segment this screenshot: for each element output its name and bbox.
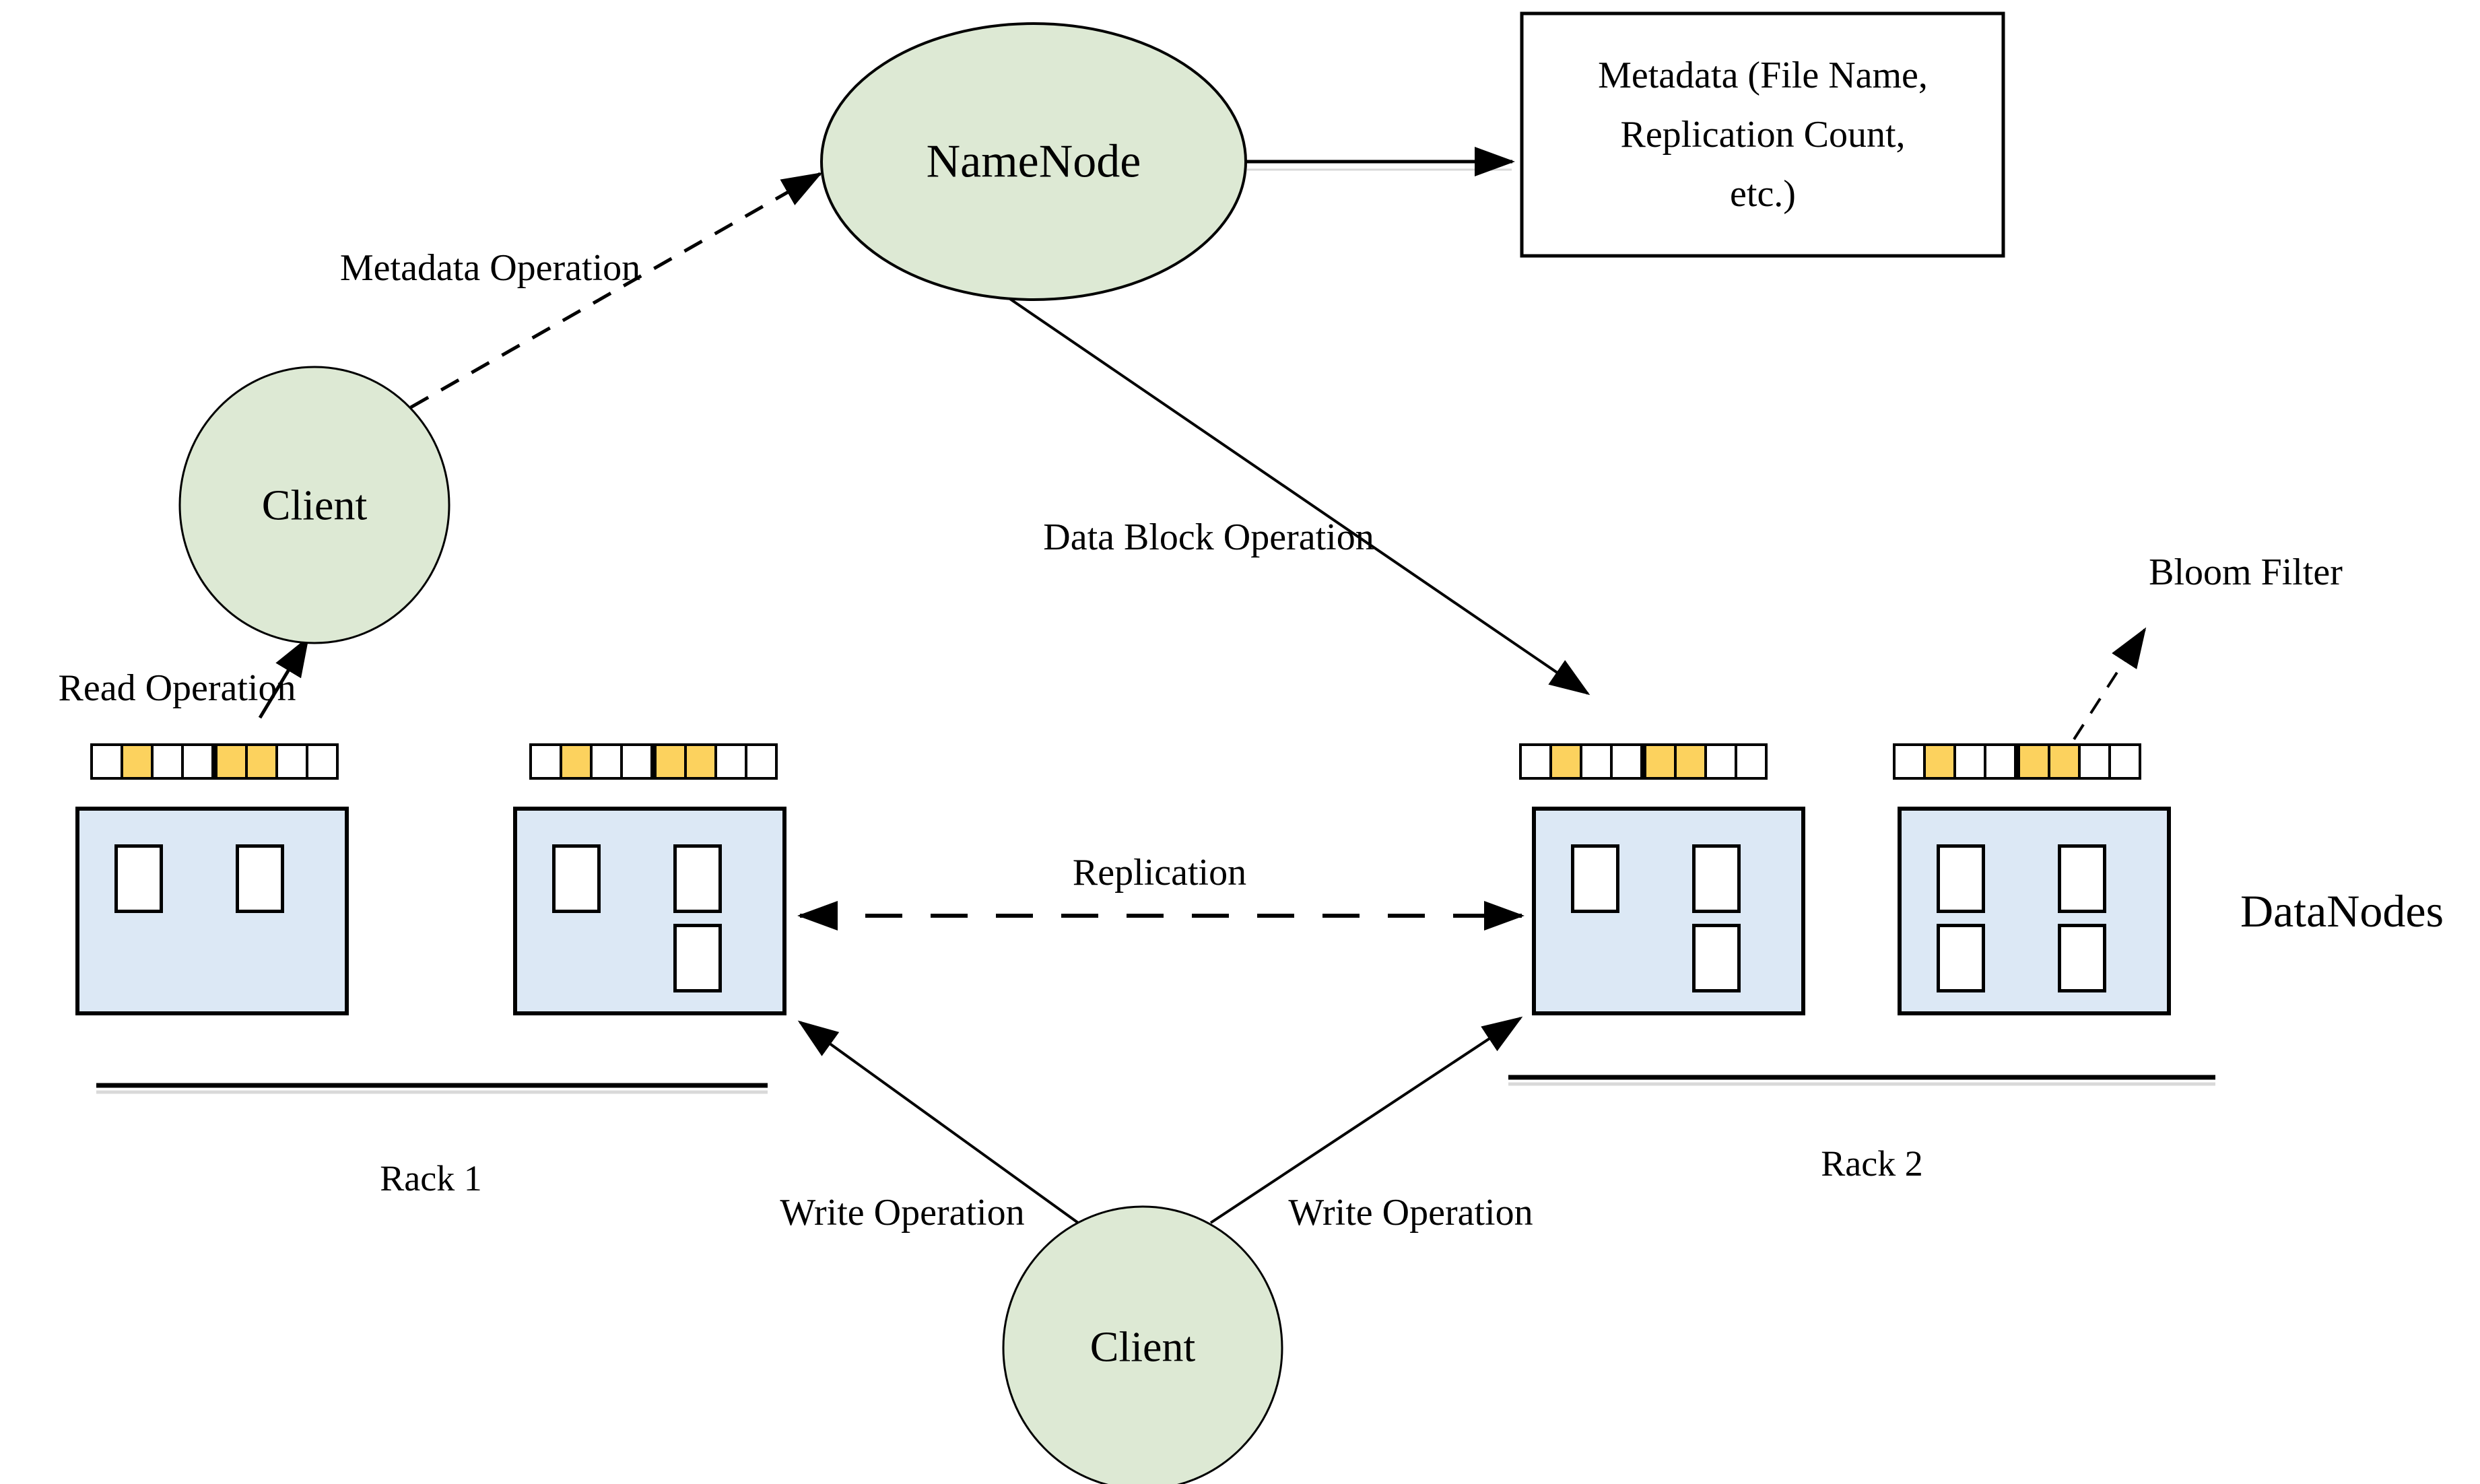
bloom-bit-empty bbox=[1953, 743, 1986, 780]
rack1-label: Rack 1 bbox=[380, 1158, 481, 1199]
bloom-bit-empty bbox=[1735, 743, 1768, 780]
data-block bbox=[1571, 844, 1619, 913]
client-bottom-label: Client bbox=[1090, 1323, 1196, 1371]
bloom-bit-empty bbox=[1984, 743, 2017, 780]
data-block bbox=[673, 844, 722, 913]
datanode-box bbox=[513, 807, 786, 1015]
bloom-bit-set bbox=[1923, 743, 1956, 780]
bloom-bit-empty bbox=[90, 743, 123, 780]
bloom-bit-empty bbox=[2108, 743, 2141, 780]
bloom-bit-set bbox=[2048, 743, 2081, 780]
bloom-bit-set bbox=[560, 743, 593, 780]
datanode-box bbox=[1532, 807, 1805, 1015]
bloom-strip bbox=[1893, 743, 2141, 780]
bloom-bit-empty bbox=[2078, 743, 2111, 780]
data-block bbox=[552, 844, 601, 913]
datanode-box bbox=[75, 807, 349, 1015]
client-top-label: Client bbox=[262, 481, 368, 529]
replication-label: Replication bbox=[1073, 852, 1246, 893]
data-block bbox=[1937, 844, 1985, 913]
bloom-bit-empty bbox=[620, 743, 653, 780]
read-operation-arrow bbox=[258, 636, 310, 719]
data-block bbox=[673, 924, 722, 992]
bloom-bit-set bbox=[121, 743, 154, 780]
data-block-operation-label: Data Block Operation bbox=[1043, 516, 1374, 558]
bloom-bit-set bbox=[1549, 743, 1582, 780]
bloom-bit-set bbox=[2014, 743, 2050, 780]
bloom-bit-empty bbox=[1519, 743, 1552, 780]
client-top-ellipse bbox=[178, 366, 450, 644]
metadata-box-line3: etc.) bbox=[1730, 173, 1796, 215]
data-block bbox=[236, 844, 284, 913]
bloom-bit-empty bbox=[590, 743, 623, 780]
namenode-ellipse bbox=[820, 22, 1247, 301]
metadata-box-line2: Replication Count, bbox=[1620, 114, 1905, 156]
metadata-box-line1: Metadata (File Name, bbox=[1598, 55, 1928, 96]
data-block bbox=[1937, 924, 1985, 992]
namenode-label: NameNode bbox=[927, 136, 1141, 188]
bloom-bit-empty bbox=[1893, 743, 1926, 780]
data-block bbox=[1692, 924, 1741, 992]
bloom-strip bbox=[1519, 743, 1768, 780]
metadata-box bbox=[1520, 11, 2005, 258]
bloom-strip bbox=[529, 743, 778, 780]
rack2-label: Rack 2 bbox=[1821, 1143, 1922, 1184]
bloom-filter-arrow bbox=[2073, 627, 2147, 741]
bloom-bit-empty bbox=[529, 743, 562, 780]
bloom-bit-empty bbox=[714, 743, 747, 780]
data-block bbox=[2058, 844, 2106, 913]
client-bottom-ellipse bbox=[1002, 1205, 1283, 1484]
data-block bbox=[1692, 844, 1741, 913]
bloom-filter-label: Bloom Filter bbox=[2149, 551, 2343, 593]
data-block-operation-arrow bbox=[1009, 298, 1590, 696]
metadata-operation-arrow bbox=[409, 172, 823, 409]
write-operation-left-label: Write Operation bbox=[780, 1192, 1024, 1234]
datanode-box bbox=[1898, 807, 2171, 1015]
bloom-bit-empty bbox=[181, 743, 214, 780]
bloom-bit-set bbox=[211, 743, 248, 780]
bloom-bit-empty bbox=[745, 743, 778, 780]
metadata-operation-label: Metadata Operation bbox=[340, 247, 640, 289]
write-operation-left-arrow bbox=[797, 1020, 1079, 1224]
data-block bbox=[2058, 924, 2106, 992]
bloom-bit-empty bbox=[1610, 743, 1643, 780]
write-operation-right-label: Write Operation bbox=[1288, 1192, 1533, 1234]
bloom-bit-set bbox=[684, 743, 717, 780]
bloom-bit-set bbox=[1640, 743, 1677, 780]
datanodes-label: DataNodes bbox=[2240, 885, 2444, 937]
data-block bbox=[114, 844, 163, 913]
bloom-bit-empty bbox=[306, 743, 339, 780]
read-operation-label: Read Operation bbox=[59, 667, 296, 709]
bloom-strip bbox=[90, 743, 339, 780]
write-operation-right-arrow bbox=[1209, 1016, 1523, 1224]
bloom-bit-empty bbox=[151, 743, 184, 780]
bloom-bit-empty bbox=[1580, 743, 1613, 780]
bloom-bit-set bbox=[245, 743, 278, 780]
bloom-bit-set bbox=[650, 743, 687, 780]
bloom-bit-empty bbox=[1704, 743, 1737, 780]
bloom-bit-set bbox=[1674, 743, 1707, 780]
bloom-bit-empty bbox=[275, 743, 308, 780]
